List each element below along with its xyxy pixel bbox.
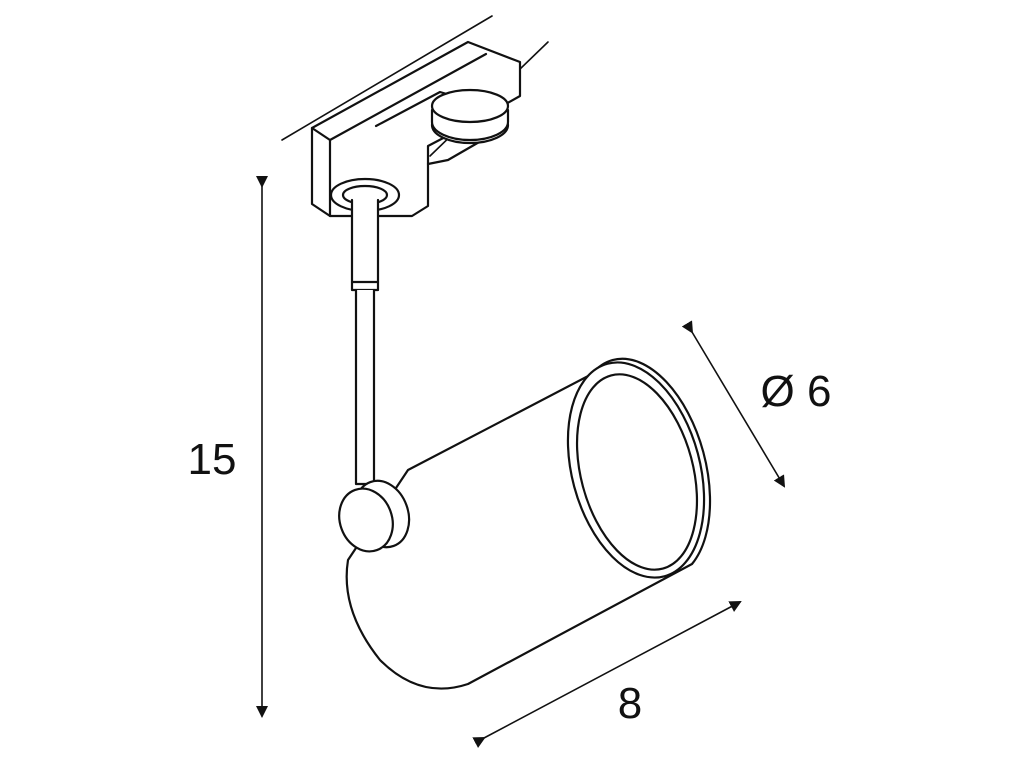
- diameter-dimension: Ø 6: [681, 320, 832, 488]
- pivot-knob: [338, 479, 411, 553]
- diameter-label: Ø 6: [761, 367, 832, 416]
- track-adapter: [310, 40, 522, 218]
- height-dimension: 15: [188, 176, 268, 718]
- length-dimension: 8: [472, 601, 742, 748]
- stem-socket: [329, 177, 401, 213]
- adapter-knob: [430, 88, 510, 145]
- length-label: 8: [618, 679, 642, 728]
- stem: [350, 198, 380, 486]
- height-label: 15: [188, 435, 237, 484]
